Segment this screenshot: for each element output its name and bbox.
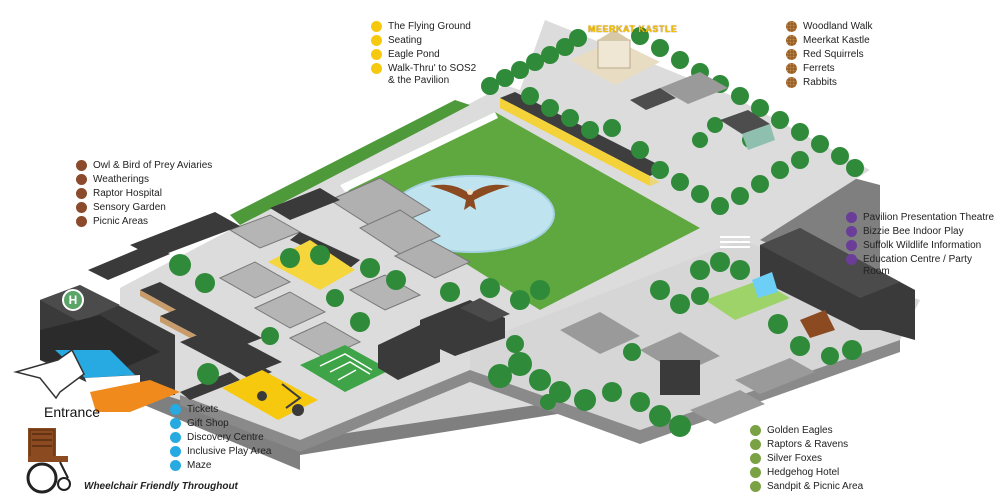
legend-item: Bizzie Bee Indoor Play [846, 226, 1000, 240]
yellow-dot-icon [371, 63, 382, 74]
meerkat-kastle [570, 30, 660, 85]
legend-brown: Owl & Bird of Prey Aviaries Weatherings … [76, 160, 212, 230]
lower-enclosures [560, 272, 835, 424]
legend-item: Education Centre / Party Room [846, 254, 1000, 277]
legend-item: Red Squirrels [786, 49, 872, 63]
crosswalk [720, 236, 750, 248]
grass-strip [230, 100, 470, 225]
pavilion [760, 228, 915, 340]
wheelchair-icon [26, 428, 71, 494]
brown-pattern-dot-icon [786, 49, 797, 60]
legend-item: Discovery Centre [170, 432, 272, 446]
legend-item: Picnic Areas [76, 216, 212, 230]
yellow-dot-icon [371, 35, 382, 46]
legend-yellow: The Flying Ground Seating Eagle Pond Wal… [371, 21, 476, 89]
brown-dot-icon [76, 216, 87, 227]
legend-item: Owl & Bird of Prey Aviaries [76, 160, 212, 174]
legend-item: Inclusive Play Area [170, 446, 272, 460]
small-animal-enclosures [630, 72, 775, 150]
legend-item: Raptor Hospital [76, 188, 212, 202]
legend-purple: Pavilion Presentation Theatre Bizzie Bee… [846, 212, 1000, 277]
purple-dot-icon [846, 212, 857, 223]
brown-dot-icon [76, 188, 87, 199]
blue-dot-icon [170, 404, 181, 415]
green-dot-icon [750, 439, 761, 450]
legend-item: Golden Eagles [750, 425, 863, 439]
brown-pattern-dot-icon [786, 77, 797, 88]
legend-brown-pattern: Woodland Walk Meerkat Kastle Red Squirre… [786, 21, 872, 91]
mid-buildings [378, 298, 510, 380]
legend-item: Hedgehog Hotel [750, 467, 863, 481]
trees [169, 245, 862, 437]
legend-item: Sensory Garden [76, 202, 212, 216]
legend-item: Raptors & Ravens [750, 439, 863, 453]
aviaries [218, 177, 472, 359]
purple-dot-icon [846, 254, 857, 265]
entrance-arrow-icon [13, 348, 85, 400]
legend-item: Gift Shop [170, 418, 272, 432]
yellow-dot-icon [371, 21, 382, 32]
green-dot-icon [750, 453, 761, 464]
blue-dot-icon [170, 446, 181, 457]
meerkat-kastle-sign: MEERKAT KASTLE [588, 24, 678, 34]
green-dot-icon [750, 467, 761, 478]
weatherings [88, 188, 360, 380]
legend-item: Ferrets [786, 63, 872, 77]
green-dot-icon [750, 481, 761, 492]
wheelchair-label: Wheelchair Friendly Throughout [84, 481, 238, 492]
eagle-icon [430, 184, 510, 210]
brown-pattern-dot-icon [786, 63, 797, 74]
legend-item: Eagle Pond [371, 49, 476, 63]
purple-dot-icon [846, 240, 857, 251]
yellow-dot-icon [371, 49, 382, 60]
green-dot-icon [750, 425, 761, 436]
legend-item: Tickets [170, 404, 272, 418]
legend-item: The Flying Ground [371, 21, 476, 35]
brown-dot-icon [76, 202, 87, 213]
maze [300, 345, 390, 392]
brown-dot-icon [76, 160, 87, 171]
legend-blue: Tickets Gift Shop Discovery Centre Inclu… [170, 404, 272, 474]
brown-dot-icon [76, 174, 87, 185]
legend-item: Meerkat Kastle [786, 35, 872, 49]
legend-item: Pavilion Presentation Theatre [846, 212, 1000, 226]
legend-item: Maze [170, 460, 272, 474]
hospital-icon: H [62, 289, 84, 311]
brown-pattern-dot-icon [786, 35, 797, 46]
legend-item: Seating [371, 35, 476, 49]
legend-green: Golden Eagles Raptors & Ravens Silver Fo… [750, 425, 863, 495]
blue-dot-icon [170, 418, 181, 429]
legend-item: Rabbits [786, 77, 872, 91]
blue-dot-icon [170, 460, 181, 471]
entrance-label: Entrance [44, 404, 101, 420]
legend-item: Walk-Thru' to SOS2 & the Pavilion [371, 63, 476, 89]
legend-item: Silver Foxes [750, 453, 863, 467]
legend-item: Woodland Walk [786, 21, 872, 35]
legend-item: Sandpit & Picnic Area [750, 481, 863, 495]
blue-dot-icon [170, 432, 181, 443]
legend-item: Suffolk Wildlife Information [846, 240, 1000, 254]
inclusive-play-area [222, 370, 318, 420]
legend-item: Weatherings [76, 174, 212, 188]
purple-dot-icon [846, 226, 857, 237]
brown-pattern-dot-icon [786, 21, 797, 32]
